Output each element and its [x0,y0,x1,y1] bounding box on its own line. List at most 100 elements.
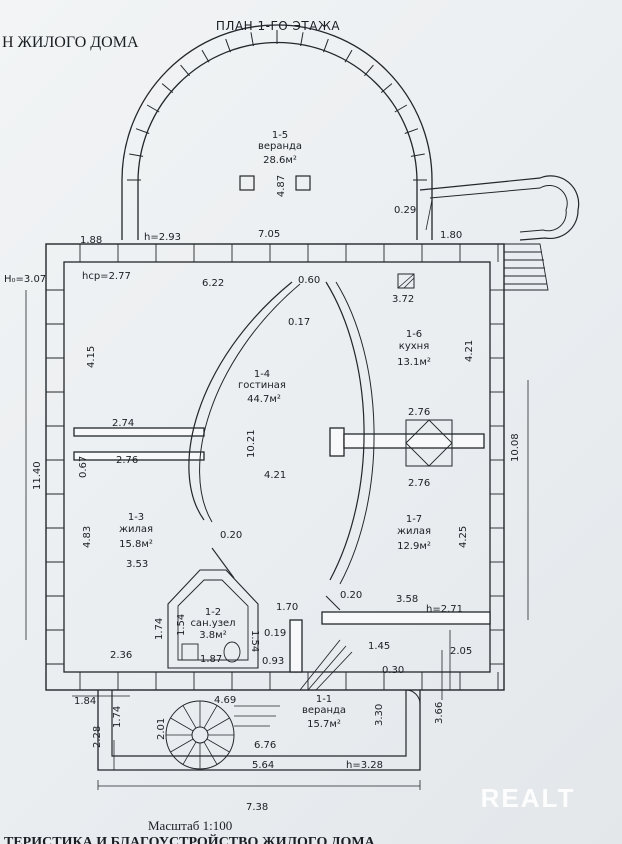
room-1-4-area: 44.7м² [247,394,281,405]
room-1-7-name: жилая [397,526,431,537]
dim-h0-3-07: H₀=3.07 [4,274,46,285]
dim-2-05: 2.05 [450,646,472,657]
room-1-4-name: гостиная [238,380,286,391]
room-1-1-name: веранда [302,705,346,716]
dim-10-08: 10.08 [510,433,521,462]
stair-step [170,738,194,753]
stair-step [170,717,194,732]
dim-1-84: 1.84 [74,696,96,707]
bottom-title: ТЕРИСТИКА И БЛАГОУСТРОЙСТВО ЖИЛОГО ДОМА [4,833,376,844]
room-1-7-area: 12.9м² [397,541,431,552]
dim-hcp-2-77: hср=2.77 [82,271,131,282]
room-1-2-area: 3.8м² [199,630,226,641]
dim-1-87: 1.87 [200,654,222,665]
room-1-5-dim: 4.87 [276,175,287,197]
room-1-6-name: кухня [399,341,429,352]
dim-4-21a: 4.21 [464,340,475,362]
walls [25,24,580,790]
dim-0-19: 0.19 [264,628,286,639]
dim-1-80: 1.80 [440,230,462,241]
room-1-6-area: 13.1м² [397,357,431,368]
arch-brick-tick [146,104,160,113]
plan-title: ПЛАН 1-ГО ЭТАЖА [216,19,340,33]
dim-2-28: 2.28 [92,726,103,748]
arch-brick-tick [323,38,329,53]
stair-step [206,738,230,753]
dim-3-53: 3.53 [126,559,148,570]
dim-1-74b: 1.74 [112,706,123,728]
stair-step [182,741,197,765]
dim-1-70: 1.70 [276,602,298,613]
dim-h-2-71: h=2.71 [426,604,463,615]
dim-0-30: 0.30 [382,665,404,676]
room-1-4-id: 1-4 [254,369,270,380]
dim-4-69: 4.69 [214,695,236,706]
arch-brick-tick [201,49,210,63]
dim-4-21b: 4.21 [264,470,286,481]
dim-3-72: 3.72 [392,294,414,305]
dim-2-76a: 2.76 [408,407,430,418]
realt-watermark: REALT [481,783,576,813]
room-1-1-id: 1-1 [316,694,332,705]
room-1-3-id: 1-3 [128,512,144,523]
stair-step [203,705,218,729]
dimension-labels: 1.88 h=2.93 7.05 1.80 0.29 H₀=3.07 hср=2… [4,205,521,813]
dim-7-05: 7.05 [258,229,280,240]
arch-brick-tick [344,49,353,63]
dim-4-15: 4.15 [86,346,97,368]
dim-5-64: 5.64 [252,760,274,771]
dim-0-17: 0.17 [288,317,310,328]
stair-step [203,741,218,765]
room-1-2-name: сан.узел [190,618,235,629]
dim-10-21: 10.21 [246,429,257,458]
dim-11-40: 11.40 [32,461,43,490]
dim-3-66: 3.66 [434,702,445,724]
dim-3-58: 3.58 [396,594,418,605]
dim-1-88: 1.88 [80,235,102,246]
room-1-5-area: 28.6м² [263,155,297,166]
document-title: Н ЖИЛОГО ДОМА [2,34,139,51]
room-1-3-name: жилая [119,524,153,535]
dim-2-36: 2.36 [110,650,132,661]
dim-0-67: 0.67 [78,456,89,478]
stair-step [206,717,230,732]
dim-4-25: 4.25 [458,526,469,548]
stair-step [182,705,197,729]
room-1-3-area: 15.8м² [119,539,153,550]
dim-1-54b: 1.54 [249,630,260,652]
dim-0-20a: 0.20 [220,530,242,541]
arch-brick-tick [135,128,150,134]
scale-label: Масштаб 1:100 [148,818,232,833]
arch-brick-tick [404,128,419,134]
dim-0-60: 0.60 [298,275,320,286]
arch-brick-tick [380,83,393,93]
dim-h-3-28: h=3.28 [346,760,383,771]
arch-brick-tick [225,38,231,53]
arch-brick-tick [161,83,174,93]
room-1-7-id: 1-7 [406,514,422,525]
arch-brick-tick [364,64,374,77]
dim-0-29: 0.29 [394,205,416,216]
dim-1-54a: 1.54 [176,614,187,636]
dim-6-76: 6.76 [254,740,276,751]
dim-2-76c: 2.76 [408,478,430,489]
dim-0-93: 0.93 [262,656,284,667]
arch-brick-tick [394,104,408,113]
dim-2-74: 2.74 [112,418,134,429]
dim-2-01: 2.01 [156,718,167,740]
dim-2-76b: 2.76 [116,455,138,466]
dim-7-38: 7.38 [246,802,268,813]
room-1-2-id: 1-2 [205,607,221,618]
dim-1-45: 1.45 [368,641,390,652]
room-1-1-area: 15.7м² [307,719,341,730]
dim-6-22: 6.22 [202,278,224,289]
dim-0-20b: 0.20 [340,590,362,601]
dim-h-2-93: h=2.93 [144,232,181,243]
dim-4-83: 4.83 [82,526,93,548]
arch-brick-tick [180,64,190,77]
dim-1-74a: 1.74 [154,618,165,640]
arch-brick-tick [129,153,144,157]
dim-3-30: 3.30 [374,704,385,726]
